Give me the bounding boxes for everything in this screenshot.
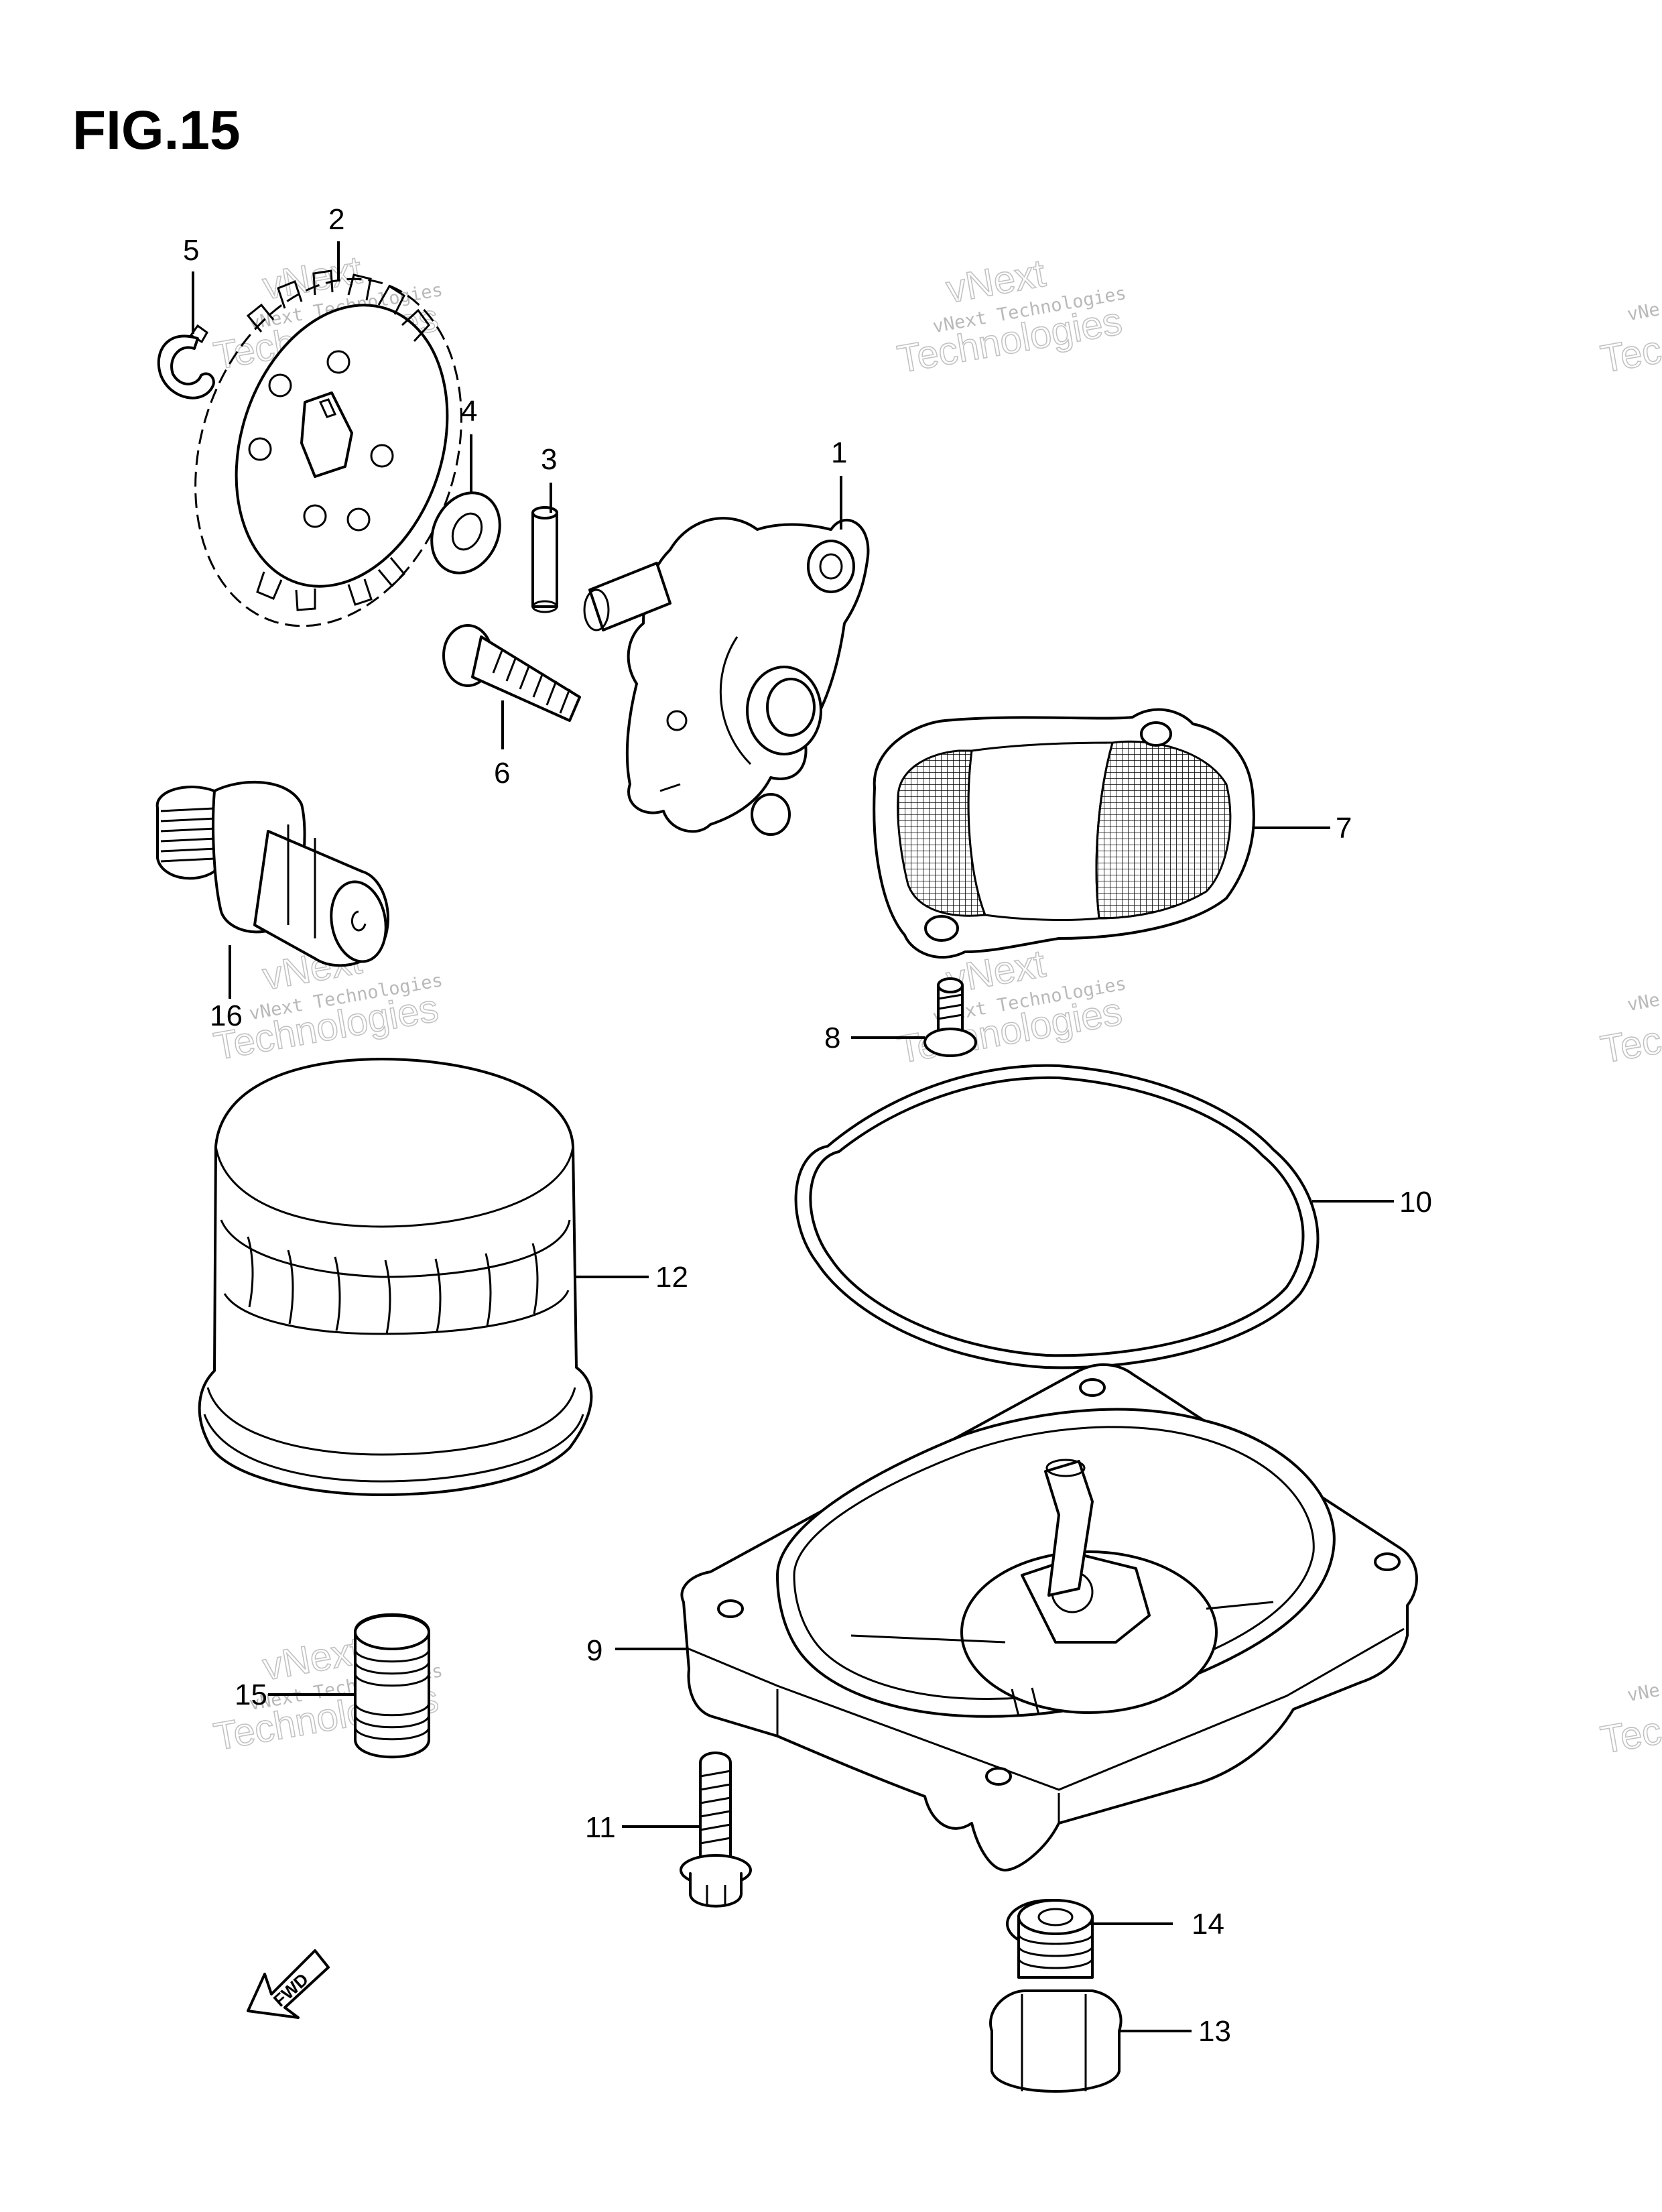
callout-7: 7 xyxy=(1336,812,1352,845)
svg-text:Tec: Tec xyxy=(1598,1018,1662,1072)
callout-14: 14 xyxy=(1192,1908,1224,1941)
callout-12: 12 xyxy=(655,1261,688,1294)
callout-11: 11 xyxy=(585,1811,616,1844)
callout-8: 8 xyxy=(824,1022,840,1054)
part-1-oil-pump xyxy=(583,517,870,836)
part-13-drain-plug xyxy=(989,1899,1123,2093)
part-11-bolt xyxy=(680,1752,752,1908)
figure-title: FIG.15 xyxy=(72,100,241,161)
watermark-edge: vNe Tec xyxy=(1597,1680,1662,1762)
part-5-circlip xyxy=(157,324,215,400)
watermark-edge: vNe Tec xyxy=(1597,989,1662,1072)
fwd-arrow-icon: FWD xyxy=(247,1949,330,2019)
svg-text:vNe: vNe xyxy=(1626,989,1661,1016)
callout-9: 9 xyxy=(586,1634,602,1667)
callout-1: 1 xyxy=(831,436,847,469)
part-7-oil-strainer xyxy=(873,708,1255,959)
callout-6: 6 xyxy=(494,757,510,790)
part-8-screw xyxy=(923,977,977,1057)
part-4-washer xyxy=(430,491,501,574)
part-6-bolt xyxy=(442,624,581,722)
callout-labels: 1 2 3 4 5 6 7 8 9 10 11 12 13 14 15 16 xyxy=(183,203,1432,2048)
callout-16: 16 xyxy=(210,999,243,1032)
callout-15: 15 xyxy=(235,1678,267,1711)
watermark: vNext vNext Technologies Technologies xyxy=(893,251,1128,382)
svg-text:Tec: Tec xyxy=(1598,328,1662,381)
part-16-oil-pressure-switch xyxy=(155,780,389,967)
svg-text:Tec: Tec xyxy=(1598,1709,1662,1762)
callout-13: 13 xyxy=(1198,2015,1231,2048)
svg-text:vNe: vNe xyxy=(1626,299,1661,325)
part-10-gasket xyxy=(794,1064,1320,1369)
part-2-drive-gear xyxy=(194,269,462,627)
part-15-dowel-pin xyxy=(354,1613,430,1759)
watermark-edge: vNe Tec xyxy=(1597,299,1662,381)
leader-lines xyxy=(192,241,1394,2032)
callout-4: 4 xyxy=(461,395,477,428)
part-3-dowel-pin xyxy=(531,506,558,613)
svg-text:vNe: vNe xyxy=(1626,1680,1661,1706)
callout-3: 3 xyxy=(541,443,557,476)
callout-2: 2 xyxy=(328,203,344,236)
part-9-oil-pan xyxy=(680,1363,1418,1871)
callout-5: 5 xyxy=(183,234,199,267)
callout-10: 10 xyxy=(1399,1186,1432,1219)
part-12-oil-filter xyxy=(198,1058,593,1496)
